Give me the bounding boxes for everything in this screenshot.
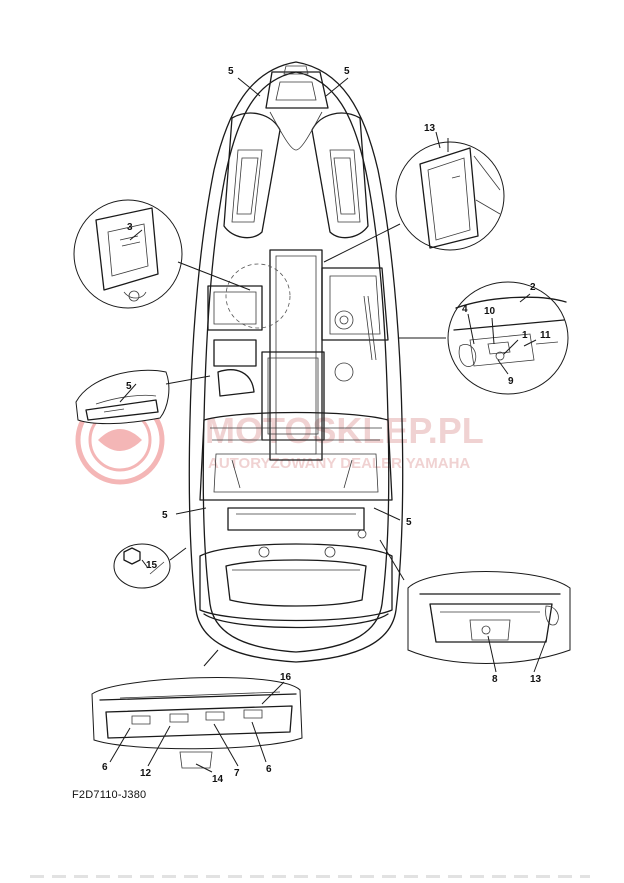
callout-6-right: 6 [266, 764, 272, 775]
callout-13-top: 13 [424, 123, 436, 134]
detail-side-panel [75, 369, 170, 425]
watermark-title: MOTOSKLEP.PL [205, 410, 484, 451]
detail-storage-door [73, 199, 183, 309]
callout-5-detail: 5 [126, 381, 132, 392]
detail-fastener [113, 543, 171, 589]
callout-7: 7 [234, 768, 240, 779]
swim-platform [199, 529, 393, 629]
callout-15: 15 [146, 560, 158, 571]
callout-2: 2 [530, 282, 536, 293]
callout-5-mid-right: 5 [406, 517, 412, 528]
callout-12: 12 [140, 768, 152, 779]
callout-3: 3 [127, 222, 133, 233]
watermark-subtitle: AUTORYZOWANY DEALER YAMAHA [208, 455, 470, 472]
callout-9: 9 [508, 376, 514, 387]
port-seat [207, 263, 291, 397]
callout-5-mid-left: 5 [162, 510, 168, 521]
detail-transom-storage [407, 571, 571, 664]
detail-helm-switches [447, 281, 569, 395]
detail-transom-rear [91, 677, 303, 769]
callout-10: 10 [484, 306, 496, 317]
callout-1: 1 [522, 330, 528, 341]
hull-outline [188, 61, 404, 663]
callout-4: 4 [462, 304, 468, 315]
detail-bow-storage [395, 138, 505, 251]
callout-11: 11 [540, 330, 551, 341]
rear-seating [199, 411, 393, 531]
bow-hatch [265, 65, 329, 109]
callout-13-bottom: 13 [530, 674, 542, 685]
footer-divider [30, 875, 590, 878]
callout-16: 16 [280, 672, 292, 683]
callout-labels: 5 5 13 3 2 4 10 1 11 9 5 5 5 15 8 13 16 … [102, 66, 551, 785]
callout-5-bow-left: 5 [228, 66, 234, 77]
callout-5-bow-right: 5 [344, 66, 350, 77]
callout-14: 14 [212, 774, 224, 785]
bow-seating [223, 111, 369, 239]
leader-lines [109, 77, 547, 773]
callout-8: 8 [492, 674, 498, 685]
helm-console [321, 267, 389, 382]
callout-6-left: 6 [102, 762, 108, 773]
diagram-reference-code: F2D7110-J380 [72, 789, 147, 801]
